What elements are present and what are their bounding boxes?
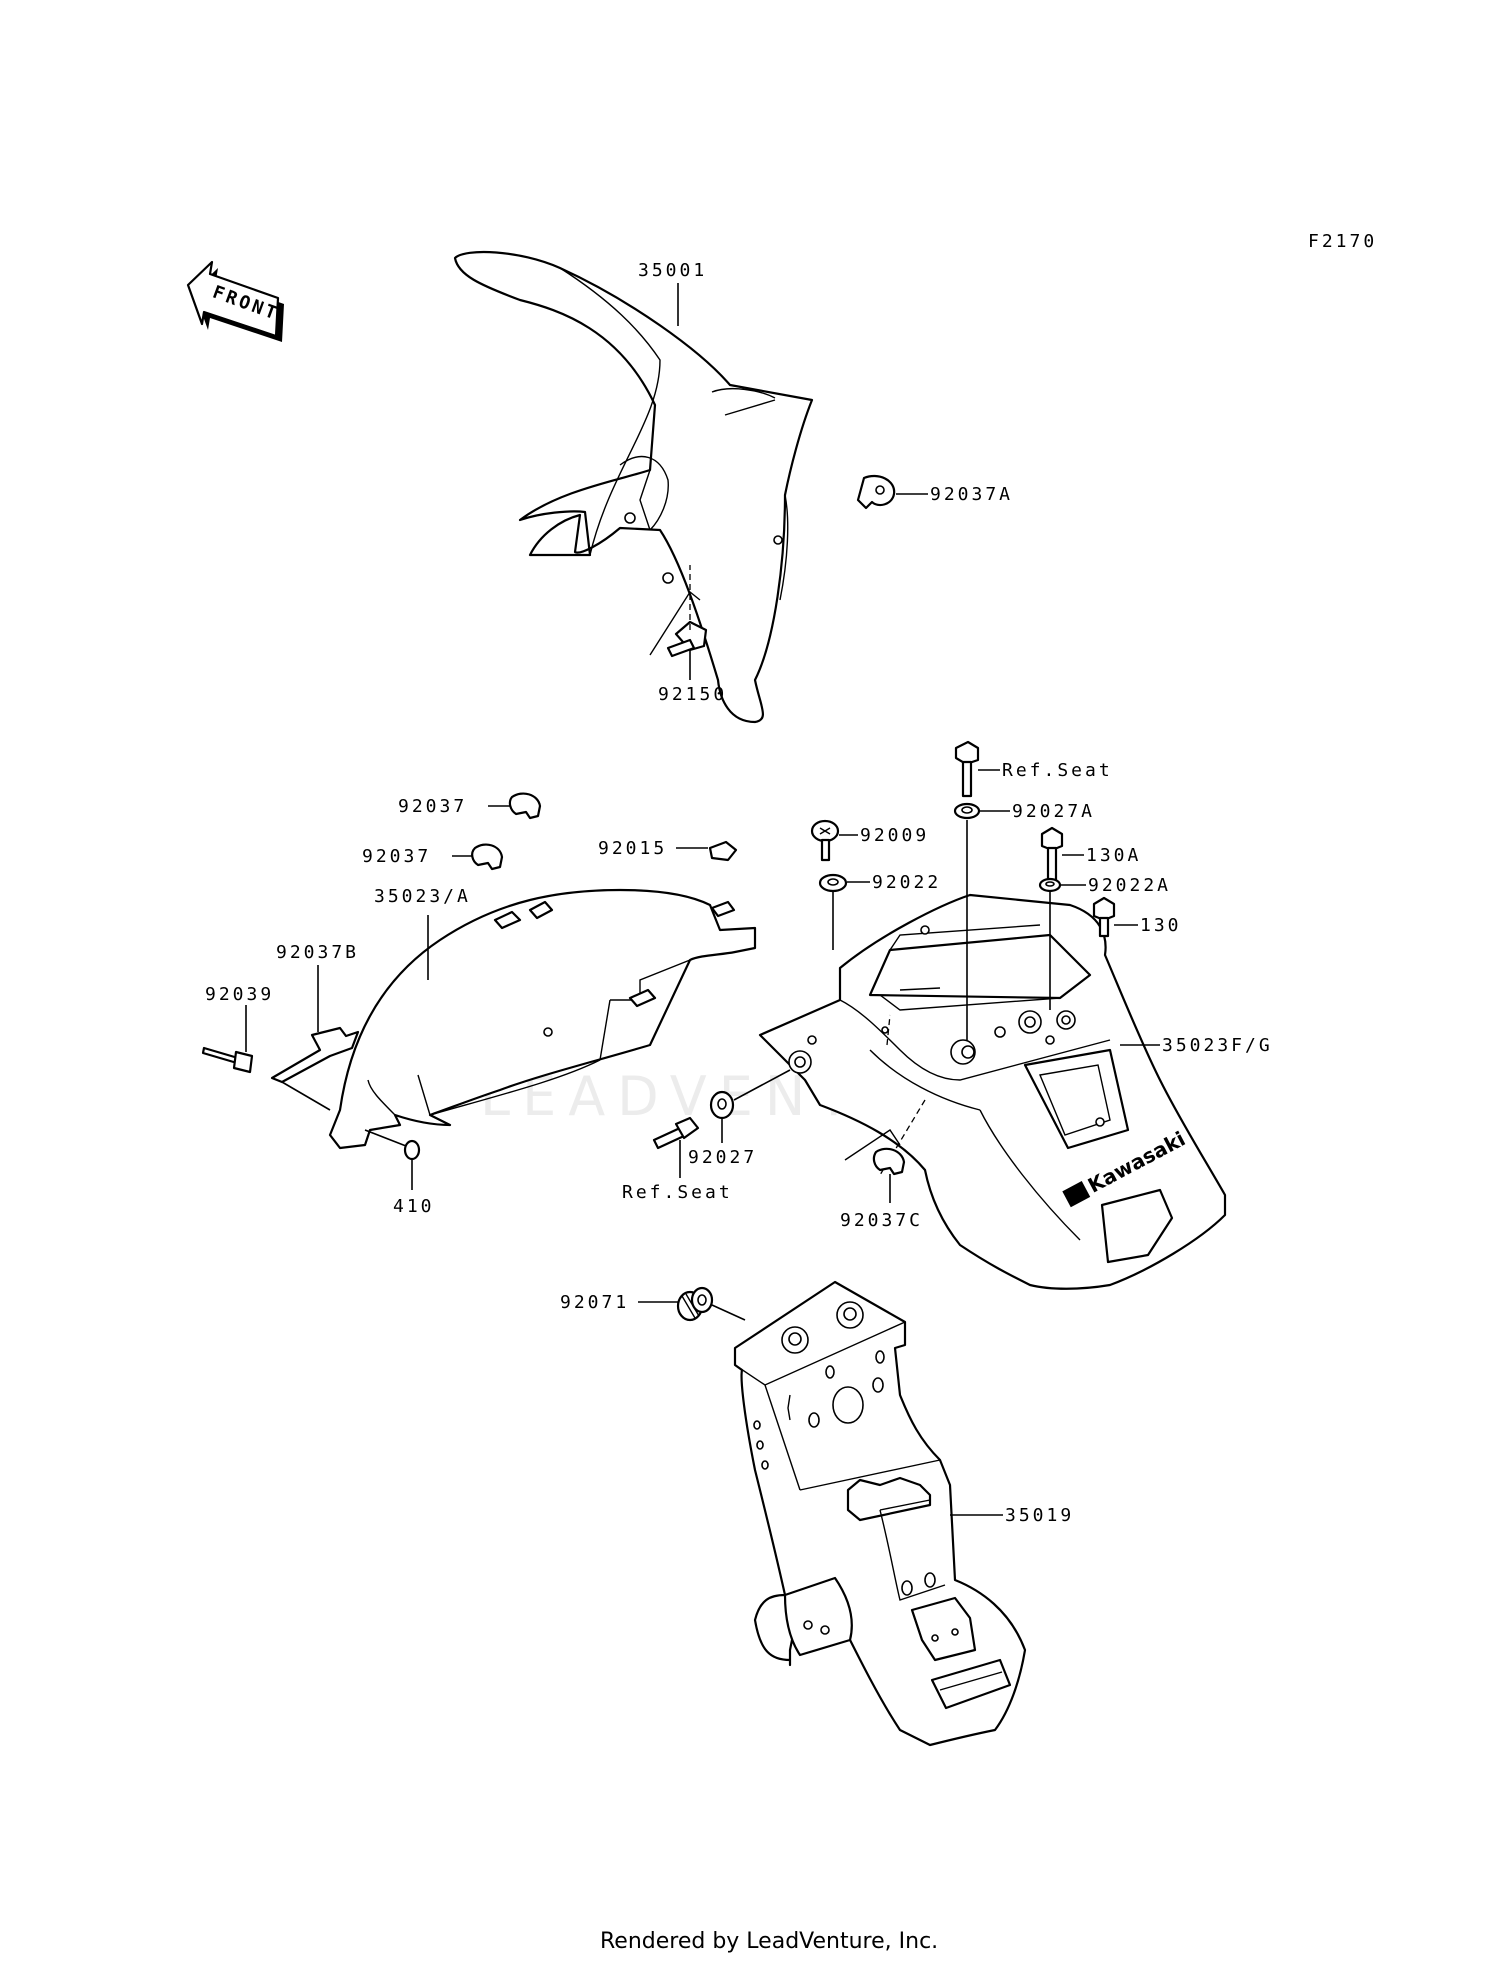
callout-130: 130 (1140, 915, 1182, 936)
clip-92015-icon (708, 840, 738, 862)
bracket-92037b-icon (270, 1026, 360, 1084)
clip-92037c-icon (872, 1147, 906, 1176)
callout-92037b: 92037B (276, 942, 359, 963)
clip-92037a-icon (856, 474, 896, 510)
rear-flap (733, 1280, 1027, 1747)
callout-92037a: 92037A (930, 484, 1013, 505)
callout-92071: 92071 (560, 1292, 629, 1313)
bolt-130-icon (1092, 896, 1116, 938)
clip-92037-upper-icon (508, 792, 542, 820)
washer-92022-icon (818, 873, 848, 893)
bolt-92150-icon (666, 620, 708, 658)
rear-fender: Kawasaki (758, 893, 1227, 1290)
callout-410: 410 (393, 1196, 435, 1217)
callout-35023a: 35023/A (374, 886, 471, 907)
callout-92009: 92009 (860, 825, 929, 846)
callout-92027: 92027 (688, 1147, 757, 1168)
bolt-ref-seat-top-icon (954, 740, 980, 798)
callout-130a: 130A (1086, 845, 1141, 866)
callout-92015: 92015 (598, 838, 667, 859)
callout-ref-seat-bottom: Ref.Seat (622, 1182, 733, 1203)
callout-92039: 92039 (205, 984, 274, 1005)
front-arrow-icon: FRONT (186, 260, 284, 342)
grommet-92071-icon (676, 1286, 714, 1322)
front-fender (453, 250, 814, 724)
callout-35001: 35001 (638, 260, 707, 281)
washer-92022a-icon (1038, 877, 1062, 893)
callout-92022a: 92022A (1088, 875, 1171, 896)
callout-ref-seat-top: Ref.Seat (1002, 760, 1113, 781)
clip-92037-lower-icon (471, 843, 504, 871)
screw-92009-icon (810, 819, 840, 862)
washer-92027-icon (709, 1090, 735, 1120)
washer-92027a-icon (953, 802, 981, 820)
callout-35023fg: 35023F/G (1162, 1035, 1273, 1056)
callout-92037-upper: 92037 (398, 796, 467, 817)
callout-35019: 35019 (1005, 1505, 1074, 1526)
rivet-92039-icon (201, 1046, 254, 1074)
callout-92027a: 92027A (1012, 801, 1095, 822)
callout-92022: 92022 (872, 872, 941, 893)
callout-92037-lower: 92037 (362, 846, 431, 867)
rear-inner-fender (328, 888, 757, 1150)
callout-92150: 92150 (658, 684, 727, 705)
grommet-410-icon (403, 1139, 421, 1161)
footer-credit: Rendered by LeadVenture, Inc. (600, 1929, 938, 1954)
figure-code: F2170 (1308, 231, 1377, 252)
bolt-130a-icon (1040, 826, 1064, 882)
bolt-ref-seat-bottom-icon (652, 1116, 700, 1150)
callout-92037c: 92037C (840, 1210, 923, 1231)
